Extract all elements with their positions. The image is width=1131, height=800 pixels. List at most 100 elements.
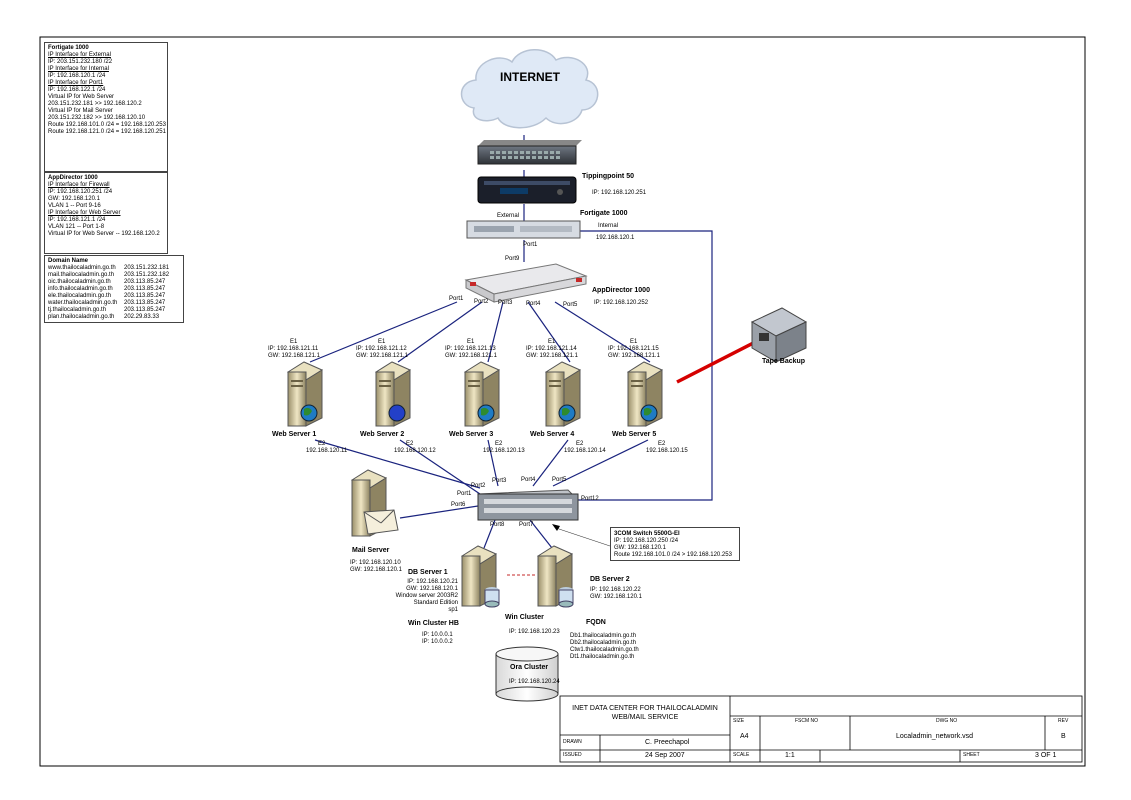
switch-port-1: Port1 <box>457 491 472 497</box>
info-line: IP: 192.168.120.251 /24 <box>48 189 113 195</box>
db-server-1-label: DB Server 1 <box>408 569 448 576</box>
web-server-e1: E1 <box>290 339 298 345</box>
ora-cluster-label: Ora Cluster <box>510 664 549 671</box>
db-server-2-icon <box>536 545 574 608</box>
web-server-ip: IP: 192.168.121.14 <box>526 346 577 352</box>
web-server-e2-ip: 192.168.120.14 <box>564 448 606 454</box>
title-line-1: INET DATA CENTER FOR THAILOCALADMIN <box>572 705 718 712</box>
web-server-e1: E1 <box>548 339 556 345</box>
scale-value: 1:1 <box>785 752 795 759</box>
domain-host: ele.thailocaladmin.go.th <box>48 293 112 299</box>
win-cluster-hb-ip-2: IP: 10.0.0.2 <box>422 639 453 645</box>
web-server-icon <box>626 361 664 427</box>
web-server-ip: IP: 192.168.121.15 <box>608 346 659 352</box>
info-line: Route 192.168.101.0 /24 = 192.168.120.25… <box>48 122 166 128</box>
domain-row: water.thailocaladmin.go.th 203.113.85.247 <box>48 300 180 307</box>
domain-ip: 203.113.85.247 <box>124 307 166 313</box>
web-server-e2-ip: 192.168.120.11 <box>306 448 348 454</box>
appdirector-ip: IP: 192.168.120.252 <box>594 300 649 306</box>
db-server-1-line: Window server 2003R2 <box>395 593 458 599</box>
web-server-e2: E2 <box>658 441 666 447</box>
sheet-value: 3 OF 1 <box>1035 752 1057 759</box>
db-server-2-ip: IP: 192.168.120.22 <box>590 587 641 593</box>
web-server-e1: E1 <box>467 339 475 345</box>
info-line: Virtual IP for Web Server -- 192.168.120… <box>48 231 160 237</box>
issued-value: 24 Sep 2007 <box>645 752 685 759</box>
web-server-gw: GW: 192.168.121.1 <box>356 353 408 359</box>
web-server-icon <box>374 361 412 427</box>
switch-port-4: Port4 <box>521 477 536 483</box>
web-server-label: Web Server 5 <box>612 431 657 438</box>
web-server-icon <box>286 361 324 427</box>
domain-host: mail.thailocaladmin.go.th <box>48 272 115 278</box>
info-line: IP Interface for External <box>48 52 111 58</box>
title-block-grid <box>559 695 1083 763</box>
switch-info-line-1: IP: 192.168.120.250 /24 <box>614 538 679 544</box>
title-line-2: WEB/MAIL SERVICE <box>611 714 679 721</box>
fqdn-line: Db1.thailocaladmin.go.th <box>570 633 637 639</box>
info-line: VLAN 121 -- Port 1-8 <box>48 224 105 230</box>
size-label: SIZE <box>733 718 745 724</box>
domain-host: www.thailocaladmin.go.th <box>48 265 116 271</box>
win-cluster-hb-ip-1: IP: 10.0.0.1 <box>422 632 453 638</box>
appdirector-info-title: AppDirector 1000 <box>48 175 98 181</box>
appdirector-device <box>464 263 588 303</box>
tippingpoint-device <box>477 140 582 165</box>
web-server-e2: E2 <box>576 441 584 447</box>
web-server-e2-ip: 192.168.120.15 <box>646 448 688 454</box>
ora-cluster-ip: IP: 192.168.120.24 <box>509 679 560 685</box>
mail-server-ip: IP: 192.168.120.10 <box>350 560 401 566</box>
domain-row: ele.thailocaladmin.go.th 203.113.85.247 <box>48 293 180 300</box>
fortigate-internal-label: Internal <box>598 223 619 229</box>
appdirector-port-2: Port2 <box>474 299 489 305</box>
domain-host: info.thailocaladmin.go.th <box>48 286 113 292</box>
domain-ip: 203.113.85.247 <box>124 286 166 292</box>
internet-cloud <box>460 49 599 129</box>
domain-ip: 203.151.232.181 <box>124 265 170 271</box>
info-line: IP Interface for Web Server <box>48 210 121 216</box>
mail-server-icon <box>350 469 399 537</box>
web-server-icon <box>544 361 582 427</box>
domain-ip: 203.113.85.247 <box>124 279 166 285</box>
info-line: GW: 192.168.120.1 <box>48 196 100 202</box>
info-line: IP Interface for Port1 <box>48 80 104 86</box>
appdirector-port-3: Port3 <box>498 300 513 306</box>
drawing-frame <box>39 36 1086 767</box>
domain-ip: 203.113.85.247 <box>124 300 166 306</box>
web-server-gw: GW: 192.168.121.1 <box>608 353 660 359</box>
web-server-e1: E1 <box>378 339 386 345</box>
switch-port-5: Port5 <box>552 477 567 483</box>
fortigate-port1-label: Port1 <box>523 242 538 248</box>
web-server-icon <box>463 361 501 427</box>
size-value: A4 <box>740 733 749 740</box>
rev-label: REV <box>1058 718 1069 724</box>
domain-ip: 203.113.85.247 <box>124 293 166 299</box>
appdirector-info-box: AppDirector 1000 IP Interface for Firewa… <box>44 172 168 254</box>
web-server-label: Web Server 4 <box>530 431 575 438</box>
rev-value: B <box>1061 733 1066 740</box>
fortigate-info-box: Fortigate 1000 IP Interface for External… <box>44 42 168 172</box>
db-server-1-icon <box>460 545 500 608</box>
domain-name-title: Domain Name <box>48 258 89 264</box>
win-cluster-ip: IP: 192.168.120.23 <box>509 629 560 635</box>
switch-port-3: Port3 <box>492 478 507 484</box>
domain-host: water.thailocaladmin.go.th <box>48 300 118 306</box>
fqdn-line: Db2.thailocaladmin.go.th <box>570 640 637 646</box>
switch-port-8: Port8 <box>490 522 505 528</box>
info-line: 203.151.232.182 >> 192.168.120.10 <box>48 115 146 121</box>
info-line: IP: 192.168.120.1 /24 <box>48 73 106 79</box>
title-block-title: INET DATA CENTER FOR THAILOCALADMIN WEB/… <box>560 704 730 722</box>
network-links <box>309 135 713 549</box>
web-server-e2: E2 <box>406 441 414 447</box>
web-server-label: Web Server 2 <box>360 431 405 438</box>
drawn-label: DRAWN <box>563 739 582 745</box>
tippingpoint-ip: IP: 192.168.120.251 <box>592 190 647 196</box>
tippingpoint-label: Tippingpoint 50 <box>582 173 634 180</box>
web-server-gw: GW: 192.168.121.1 <box>268 353 320 359</box>
switch-info-line-3: Route 192.168.101.0 /24 > 192.168.120.25… <box>614 552 732 558</box>
web-server-icons <box>286 361 664 427</box>
db-server-1-line: IP: 192.168.120.21 <box>407 579 458 585</box>
